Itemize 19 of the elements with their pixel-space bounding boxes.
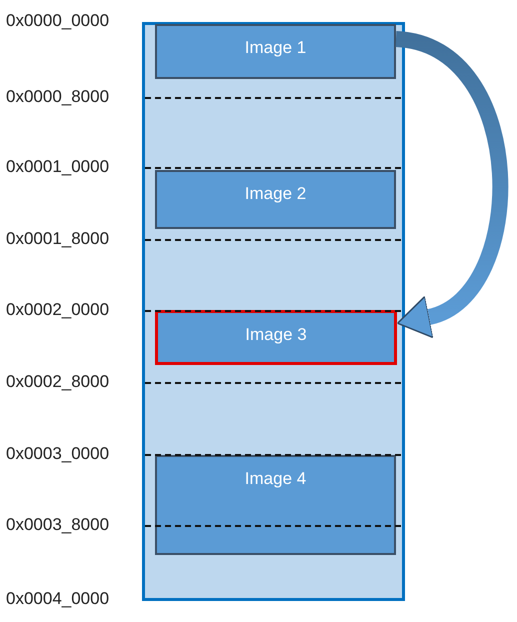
memory-region [142, 22, 405, 601]
address-label: 0x0000_8000 [6, 87, 110, 107]
image-block [155, 455, 396, 555]
address-label: 0x0001_8000 [6, 229, 110, 249]
image-label: Image 1 [244, 37, 308, 58]
address-label: 0x0003_8000 [6, 515, 110, 535]
image-label: Image 2 [244, 183, 308, 204]
address-label: 0x0003_0000 [6, 444, 110, 464]
address-label: 0x0000_0000 [6, 11, 110, 31]
image-label: Image 3 [244, 324, 308, 345]
address-label: 0x0001_0000 [6, 157, 110, 177]
image-label: Image 4 [244, 468, 308, 489]
curved-arrow [394, 31, 508, 338]
image-block [155, 24, 396, 79]
image-block [155, 310, 397, 365]
address-label: 0x0002_0000 [6, 300, 110, 320]
address-label: 0x0004_0000 [6, 589, 110, 609]
address-label: 0x0002_8000 [6, 372, 110, 392]
image-block [155, 170, 396, 229]
